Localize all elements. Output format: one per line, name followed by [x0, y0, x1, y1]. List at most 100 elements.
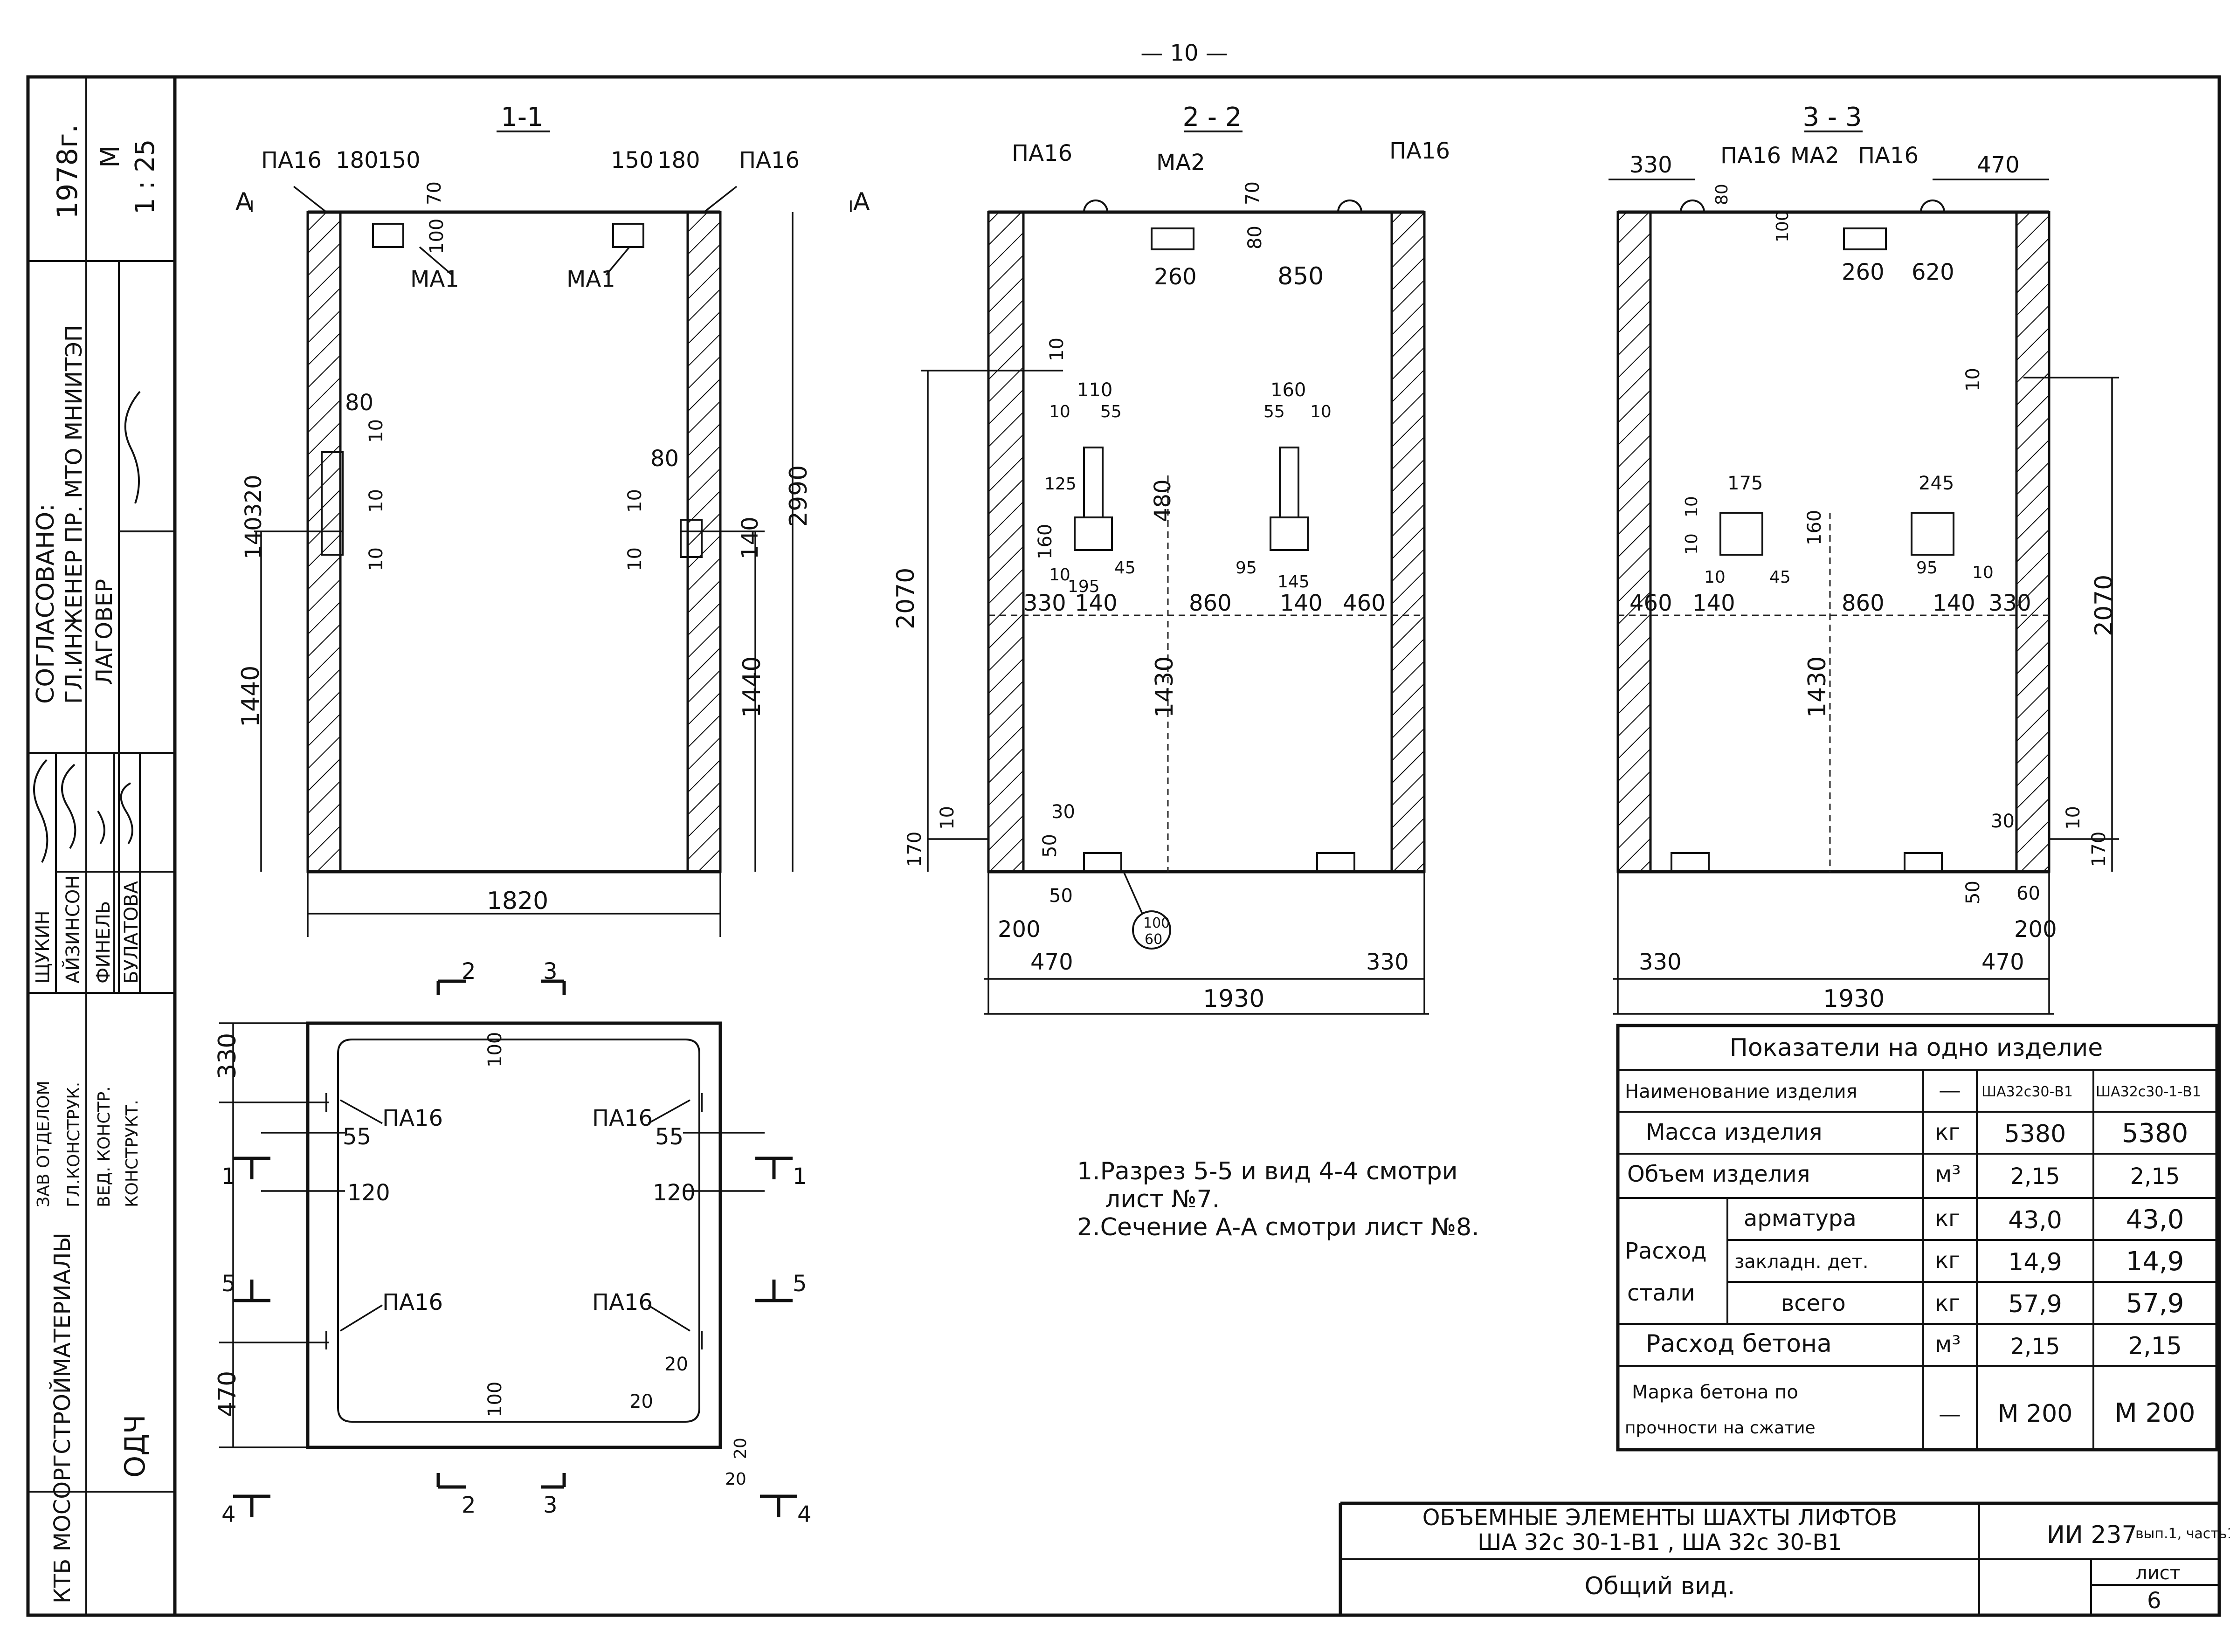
row-embedded-name: закладн. дет.	[1734, 1251, 1869, 1273]
s33-dim-80: 80	[1712, 184, 1732, 205]
plan-label-pa16-br: ПА16	[592, 1289, 653, 1315]
stamp-role-3: ВЕД. КОНСТР.	[95, 1086, 114, 1207]
stamp-scale-value: 1 : 25	[130, 139, 160, 214]
sheet-frame	[26, 75, 2221, 1617]
s33-dim-95: 95	[1916, 558, 1938, 578]
s22-dim-55b: 55	[1263, 402, 1285, 421]
s33-dim-330b: 330	[1639, 949, 1682, 975]
s22-dim-10a: 10	[1046, 337, 1068, 361]
s33-dim-200: 200	[2014, 916, 2057, 943]
plan-dim-20a: 20	[664, 1354, 688, 1375]
plan-label-pa16-bl: ПА16	[382, 1289, 443, 1315]
s22-dim-170: 170	[904, 832, 925, 867]
row-grade-v1: М 200	[1998, 1400, 2073, 1428]
s22-label-pa16-right: ПА16	[1389, 138, 1450, 164]
stamp-role-4: КОНСТРУКТ.	[123, 1100, 142, 1207]
row-rebar-v1: 43,0	[2008, 1206, 2062, 1234]
title-line-2: ША 32с 30-1-В1 , ША 32с 30-В1	[1477, 1529, 1842, 1556]
sheet-label: лист	[2135, 1563, 2181, 1584]
plan-dim-470: 470	[214, 1371, 242, 1417]
plan-mark-2-top: 2	[462, 958, 476, 984]
s22-dim-200: 200	[998, 916, 1041, 943]
plan-dim-100: 100	[484, 1032, 506, 1067]
s33-dim-30: 30	[1991, 811, 2015, 832]
table-header-unit: —	[1939, 1077, 1961, 1103]
s11-label-ma1-right: МА1	[566, 266, 615, 292]
note-1-cont: лист №7.	[1105, 1185, 1220, 1213]
s33-dim-470: 470	[1981, 949, 2024, 975]
s33-label-ma2: МА2	[1790, 143, 1839, 169]
doc-code: ИИ 237	[2047, 1521, 2137, 1549]
s33-dim-10f: 10	[2063, 806, 2084, 830]
s22-dim-30: 30	[1051, 801, 1075, 823]
s11-dim-320: 320	[241, 475, 267, 517]
s22-dim-480: 480	[1150, 479, 1176, 522]
row-embedded-v2: 14,9	[2126, 1246, 2184, 1277]
plan-dim-120: 120	[347, 1180, 390, 1206]
left-stamp: 1978г. М 1 : 25 СОГЛАСОВАНО: ГЛ.ИНЖЕНЕР …	[28, 77, 175, 1615]
s11-dim-10a: 10	[366, 419, 387, 443]
stamp-role-1: ЗАВ ОТДЕЛОМ	[34, 1081, 53, 1207]
s33-dim-860: 860	[1842, 590, 1885, 616]
row-grade-name2: прочности на сжатие	[1625, 1418, 1816, 1438]
table-header-name: Наименование изделия	[1625, 1081, 1857, 1102]
table-header-col1: ША32с30-В1	[1981, 1084, 2073, 1100]
s33-dim-330: 330	[1629, 152, 1672, 178]
s33-dim-50: 50	[1962, 881, 1984, 904]
s22-dim-70: 70	[1242, 181, 1263, 205]
row-total-unit: кг	[1935, 1290, 1960, 1316]
s22-dim-10e: 10	[937, 806, 958, 830]
s33-dim-100: 100	[1773, 210, 1792, 242]
s33-dim-470: 470	[1977, 152, 2020, 178]
s33-dim-45: 45	[1769, 568, 1791, 587]
plan-mark-5-left: 5	[221, 1271, 236, 1297]
s33-dim-140: 140	[1692, 590, 1735, 616]
s22-dim-330: 330	[1023, 590, 1066, 616]
stamp-approved-title: СОГЛАСОВАНО:	[32, 503, 60, 704]
s11-dim-80: 80	[345, 390, 373, 416]
plan-mark-4-right: 4	[797, 1501, 812, 1528]
stamp-org: КТБ МОСОРГСТРОЙМАТЕРИАЛЫ	[49, 1232, 76, 1604]
row-total-name: всего	[1781, 1290, 1846, 1316]
s11-dim-10c: 10	[366, 547, 387, 571]
row-volume-unit: м³	[1935, 1161, 1961, 1187]
s22-dim-80: 80	[1244, 226, 1266, 249]
s22-dim-140: 140	[1075, 590, 1118, 616]
s33-dim-245: 245	[1919, 473, 1954, 494]
s22-dim-460: 460	[1343, 590, 1386, 616]
stamp-approved-name: ЛАГОВЕР	[91, 579, 117, 685]
s11-dim-10e: 10	[624, 547, 646, 571]
s11-label-a-right: А	[853, 188, 870, 216]
s33-dim-10b: 10	[1682, 496, 1701, 517]
s33-dim-140b: 140	[1933, 590, 1975, 616]
plan-mark-3-bottom: 3	[543, 1492, 558, 1518]
row-concrete-v2: 2,15	[2128, 1332, 2182, 1360]
row-mass-name: Масса изделия	[1646, 1119, 1822, 1145]
s33-dim-10c: 10	[1682, 533, 1701, 555]
s22-dim-160b: 160	[1035, 524, 1056, 559]
signature-approved	[124, 391, 141, 504]
s22-dim-470: 470	[1030, 949, 1073, 975]
s22-dim-2070: 2070	[892, 568, 920, 629]
s22-dim-55: 55	[1100, 402, 1122, 421]
row-total-v1: 57,9	[2008, 1290, 2062, 1318]
doc-code-sub: вып.1, часть1	[2135, 1526, 2230, 1542]
table-title: Показатели на одно изделие	[1730, 1034, 2103, 1062]
s11-dim-80b: 80	[650, 446, 679, 472]
row-mass-unit: кг	[1935, 1119, 1960, 1145]
s11-dim-2990: 2990	[785, 465, 813, 527]
s22-dim-125: 125	[1044, 475, 1077, 494]
s33-dim-460: 460	[1629, 590, 1672, 616]
s22-dim-45: 45	[1114, 558, 1136, 578]
s33-dim-2070: 2070	[2090, 575, 2118, 636]
plan-label-pa16-tl: ПА16	[382, 1105, 443, 1131]
s11-dim-10b: 10	[366, 489, 387, 513]
s33-dim-170: 170	[2088, 832, 2110, 867]
row-steel-group: Расход	[1625, 1238, 1707, 1264]
s11-dim-70: 70	[424, 181, 445, 205]
row-concrete-unit: м³	[1935, 1331, 1961, 1357]
s33-dim-620: 620	[1912, 259, 1954, 285]
s22-dim-10d: 10	[1049, 565, 1070, 585]
s22-dim-195: 195	[1068, 577, 1100, 596]
